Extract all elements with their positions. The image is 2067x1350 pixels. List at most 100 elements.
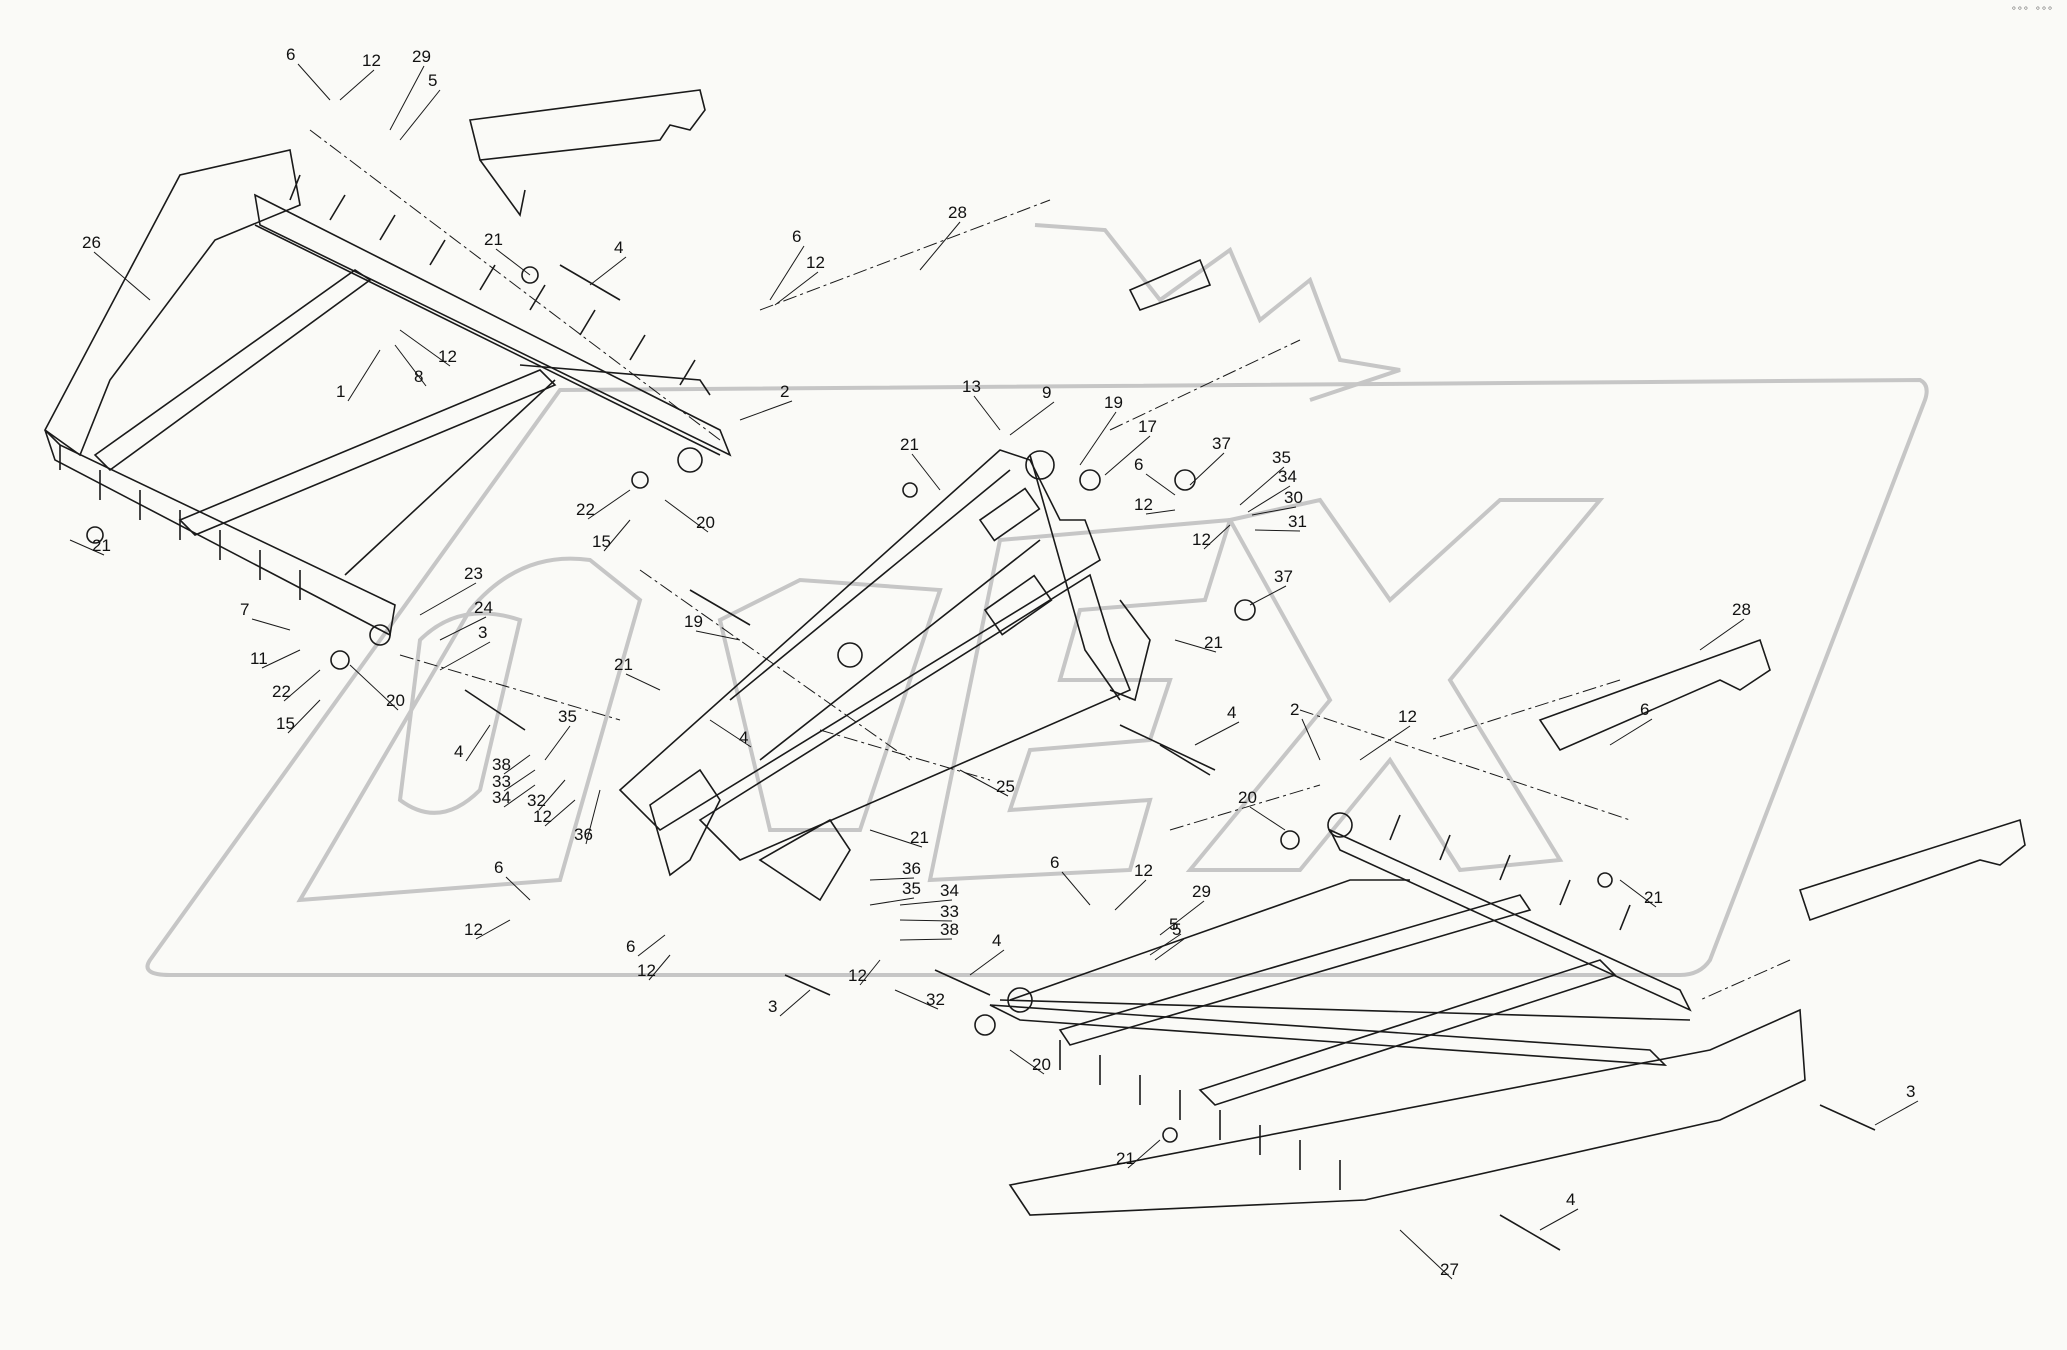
callout-leader [544, 799, 576, 827]
callout-17: 17 [1138, 417, 1157, 436]
callout-leader [1145, 473, 1176, 496]
callout-1: 1 [336, 382, 345, 401]
callout-leader [347, 349, 381, 402]
callout-leader [899, 919, 953, 922]
callout-leader [1079, 411, 1117, 466]
callout-leader [1399, 1229, 1453, 1280]
callout-leader [1247, 485, 1291, 513]
callout-leader [399, 89, 441, 141]
callout-leader [1194, 721, 1240, 746]
callout-leader [475, 919, 511, 940]
callout-leader [869, 897, 915, 906]
callout-4: 4 [992, 931, 1001, 950]
callout-12: 12 [1192, 530, 1211, 549]
callout-21: 21 [484, 230, 503, 249]
callout-20: 20 [1032, 1055, 1051, 1074]
callout-leader [1154, 938, 1185, 961]
callout-leader [739, 400, 793, 421]
callout-leader [1609, 718, 1653, 746]
callout-leader [1239, 466, 1285, 506]
callout-12: 12 [848, 966, 867, 985]
frame-linework [43, 89, 2026, 1251]
callout-22: 22 [272, 682, 291, 701]
callout-4: 4 [1227, 703, 1236, 722]
callout-3: 3 [768, 997, 777, 1016]
callout-5: 5 [1172, 920, 1181, 939]
callout-leader [505, 876, 531, 901]
callout-20: 20 [696, 513, 715, 532]
callout-leader [1104, 435, 1151, 476]
callout-30: 30 [1284, 488, 1303, 507]
callout-leader [1114, 879, 1147, 911]
callout-leader [894, 989, 939, 1010]
callout-22: 22 [576, 500, 595, 519]
callout-2: 2 [1290, 700, 1299, 719]
callout-6: 6 [494, 858, 503, 877]
callout-12: 12 [1134, 495, 1153, 514]
callout-leader [589, 256, 627, 286]
callout-12: 12 [1398, 707, 1417, 726]
callout-leader [503, 769, 536, 792]
callout-34: 34 [492, 788, 511, 807]
callout-leader [1009, 401, 1055, 436]
callout-21: 21 [1204, 633, 1223, 652]
right-wing-frame [989, 258, 2026, 1216]
callout-21: 21 [92, 536, 111, 555]
callout-6: 6 [1134, 455, 1143, 474]
assembly-axes [309, 129, 1791, 1001]
callout-leader [1127, 1139, 1161, 1169]
callout-leader [664, 499, 709, 533]
callout-32: 32 [926, 990, 945, 1009]
callout-27: 27 [1440, 1260, 1459, 1279]
callout-35: 35 [902, 879, 921, 898]
callout-24: 24 [474, 598, 493, 617]
callout-8: 8 [414, 367, 423, 386]
callout-leader [869, 829, 923, 848]
callout-leader [774, 271, 819, 306]
callout-leader [394, 344, 427, 387]
callout-35: 35 [558, 707, 577, 726]
callout-33: 33 [940, 902, 959, 921]
center-chassis [618, 449, 1151, 902]
callout-4: 4 [739, 728, 748, 747]
callout-leader [1149, 933, 1182, 956]
callout-leader [261, 649, 301, 669]
callout-34: 34 [1278, 467, 1297, 486]
callout-leader [1249, 806, 1286, 831]
callout-15: 15 [276, 714, 295, 733]
callout-leader [503, 784, 536, 808]
callout-12: 12 [464, 920, 483, 939]
callout-32: 32 [527, 791, 546, 810]
opex-watermark-logo [145, 223, 1929, 977]
callout-leader [287, 699, 321, 734]
callout-leader [1874, 1100, 1919, 1126]
callout-12: 12 [533, 807, 552, 826]
corner-mark: °°° °°° [2010, 6, 2053, 17]
callout-9: 9 [1042, 383, 1051, 402]
callout-12: 12 [1134, 861, 1153, 880]
callout-33: 33 [492, 772, 511, 791]
callout-leader [1251, 506, 1297, 516]
callout-leader [339, 69, 375, 101]
callout-leader [709, 719, 752, 748]
callout-leader [919, 221, 961, 271]
callout-21: 21 [910, 828, 929, 847]
callout-6: 6 [286, 45, 295, 64]
callout-leader [1619, 879, 1657, 908]
callout-leader [779, 989, 811, 1017]
callout-leader [283, 669, 321, 702]
callout-leaders [69, 63, 1919, 1280]
callout-leader [399, 329, 451, 367]
callout-leader [419, 582, 477, 616]
callout-leader [637, 934, 666, 957]
callout-leader [465, 724, 491, 762]
callout-leader [1145, 509, 1176, 515]
callout-12: 12 [806, 253, 825, 272]
callout-leader [495, 248, 531, 276]
callout-38: 38 [492, 755, 511, 774]
callout-leader [1539, 1208, 1579, 1231]
callout-21: 21 [900, 435, 919, 454]
callout-leader [859, 959, 881, 986]
callout-29: 29 [1192, 882, 1211, 901]
callout-leader [69, 539, 105, 556]
